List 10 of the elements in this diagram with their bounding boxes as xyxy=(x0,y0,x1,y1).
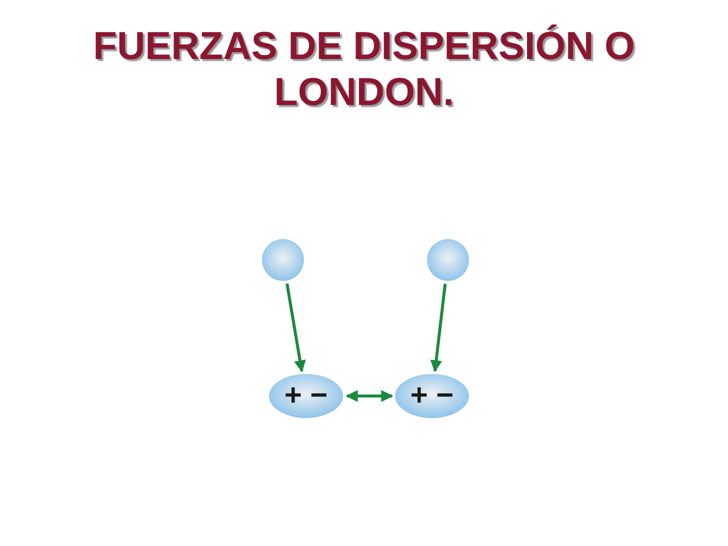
title: FUERZAS DE DISPERSIÓN O LONDON. xyxy=(92,24,636,116)
arrow xyxy=(346,390,394,402)
dipole-ellipse xyxy=(395,374,469,418)
dipole-ellipse xyxy=(269,374,343,418)
atom-circle xyxy=(427,239,469,281)
atom-circle xyxy=(262,239,304,281)
arrow xyxy=(286,283,306,372)
charge-signs: + − xyxy=(409,378,455,414)
charge-signs: + − xyxy=(283,378,329,414)
arrow xyxy=(430,284,447,372)
